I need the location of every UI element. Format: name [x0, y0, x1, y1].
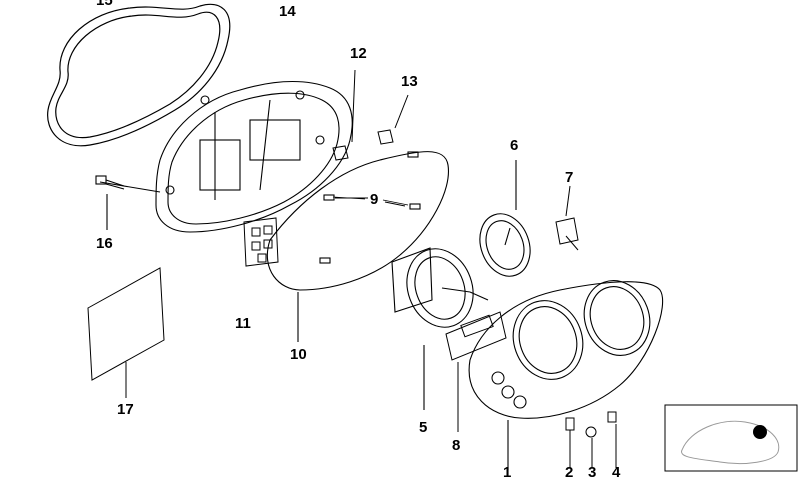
- part-5-speedometer: [391, 247, 489, 410]
- part-7-connector: [555, 185, 579, 251]
- part-1-instrument-cover: [468, 280, 664, 470]
- part-14-housing: [99, 80, 353, 233]
- part-17-sheet: [87, 267, 165, 398]
- part-2-bolt: [565, 417, 575, 468]
- part-9-leaders: [332, 196, 409, 206]
- part-12-grommet: [332, 69, 356, 161]
- callout-11: 11: [235, 315, 251, 332]
- part-13-grommet: [377, 94, 409, 145]
- callout-8: 8: [452, 437, 461, 454]
- callout-6: 6: [510, 137, 519, 154]
- part-11-plate: [243, 217, 279, 267]
- callout-13: 13: [401, 73, 418, 90]
- callout-5: 5: [419, 419, 428, 436]
- callout-17: 17: [117, 401, 134, 418]
- locator-marker-icon: [753, 425, 767, 439]
- callout-15: 15: [96, 0, 113, 9]
- part-10-gasket: [266, 151, 450, 342]
- callout-14: 14: [279, 3, 296, 20]
- part-15-gasket-frame: [47, 3, 231, 147]
- callout-9: 9: [370, 191, 379, 208]
- part-16-screw: [95, 175, 125, 230]
- callout-12: 12: [350, 45, 367, 62]
- callout-10: 10: [290, 346, 307, 363]
- part-8-display: [445, 311, 507, 432]
- callout-16: 16: [96, 235, 113, 252]
- part-4-screw: [607, 411, 617, 468]
- part-3-nut: [585, 426, 597, 468]
- vehicle-locator-thumbnail: [664, 404, 798, 472]
- part-6-tachometer: [479, 160, 531, 277]
- callout-7: 7: [565, 169, 574, 186]
